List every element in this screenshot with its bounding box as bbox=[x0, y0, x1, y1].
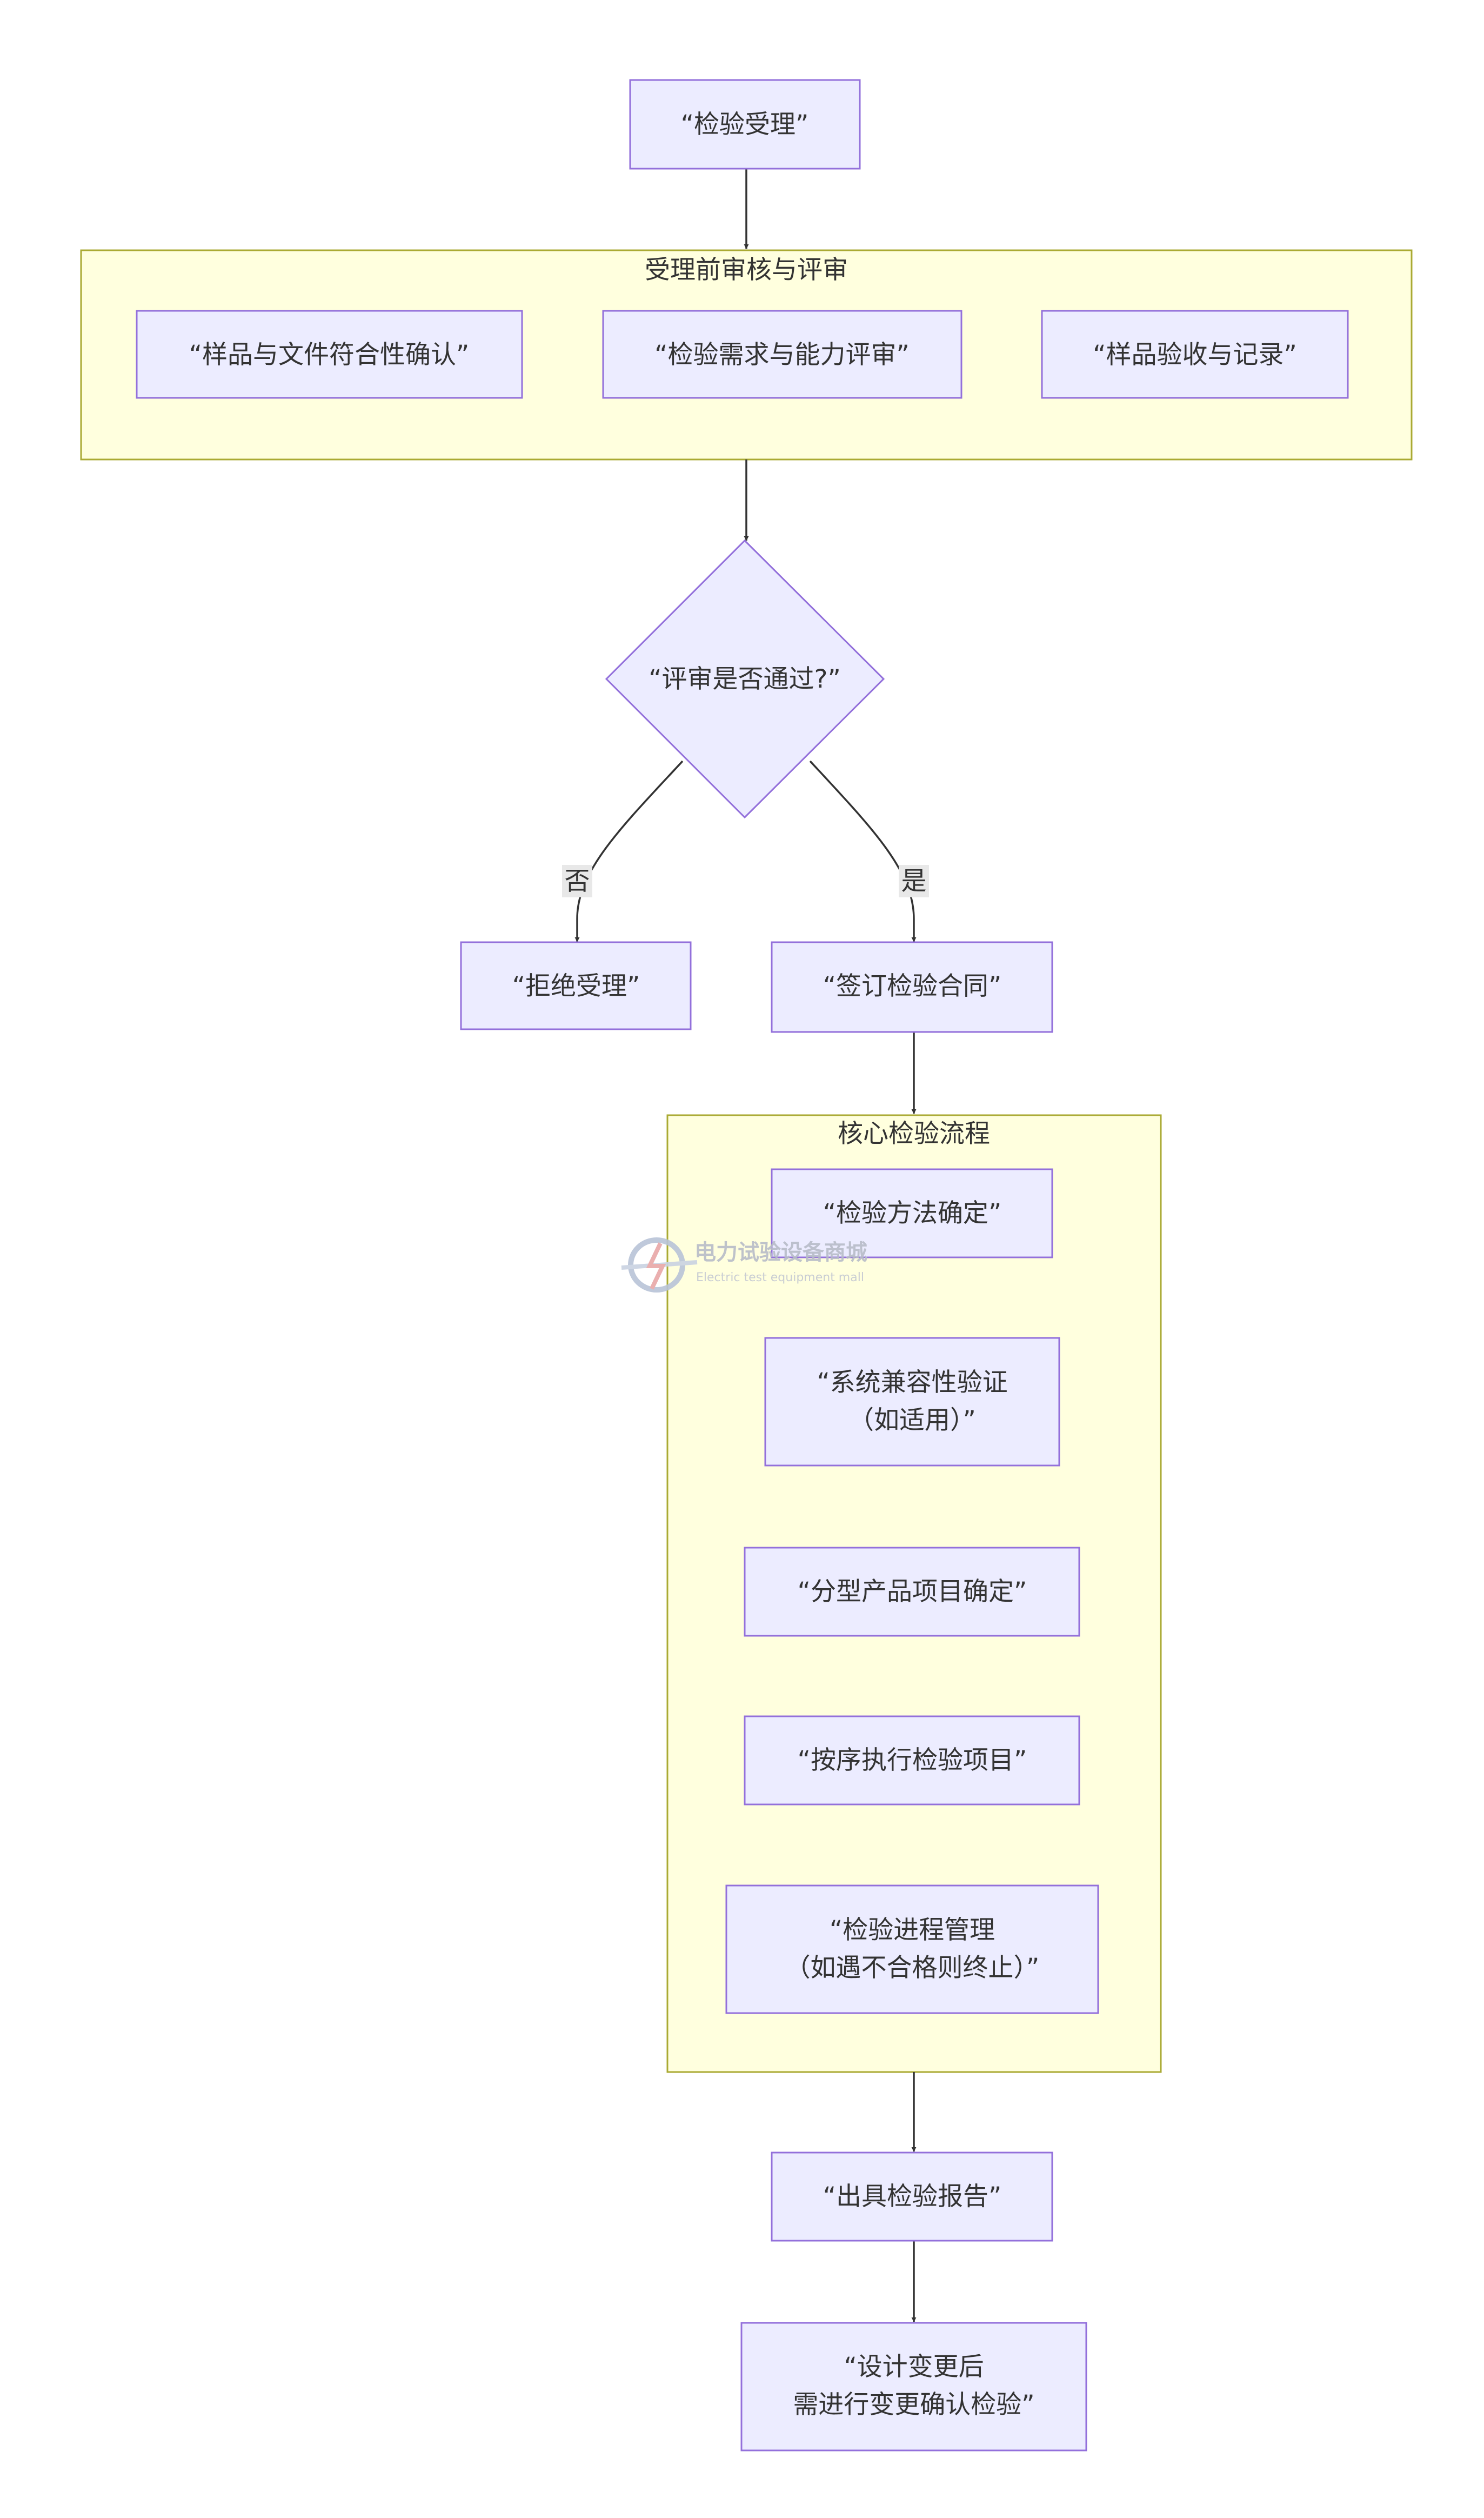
watermark-logo-icon bbox=[621, 1237, 698, 1293]
node-review-decision[interactable]: “评审是否通过?” bbox=[605, 539, 885, 819]
edge-label-yes-bg bbox=[899, 865, 929, 897]
node-issue-report-box[interactable] bbox=[771, 2151, 1053, 2242]
group-pre-review-title: 受理前审核与评审 bbox=[645, 255, 848, 285]
node-issue-report-label: “出具检验报告” bbox=[823, 2182, 1002, 2211]
node-design-change-label-line2: 需进行变更确认检验” bbox=[793, 2390, 1034, 2420]
node-sign-contract-label: “签订检验合同” bbox=[823, 971, 1002, 1001]
node-progress-management-label-line2: （如遇不合格则终止）” bbox=[785, 1953, 1040, 1983]
node-typical-product-items[interactable]: “分型产品项目确定” bbox=[744, 1547, 1080, 1637]
node-review-decision-diamond[interactable] bbox=[605, 539, 885, 819]
edge-label-yes: 是 bbox=[899, 865, 929, 897]
watermark-subtitle: Electric test equipment mall bbox=[696, 1271, 864, 1284]
node-design-change[interactable]: “设计变更后 需进行变更确认检验” bbox=[740, 2322, 1087, 2452]
node-execute-items-box[interactable] bbox=[744, 1715, 1080, 1806]
watermark: 电力试验设备商城 Electric test equipment mall bbox=[621, 1237, 867, 1293]
node-reject-acceptance-label: “拒绝受理” bbox=[512, 971, 640, 1001]
node-sample-document-check-box[interactable] bbox=[136, 310, 523, 399]
edge-label-no: 否 bbox=[562, 865, 592, 897]
node-sign-contract[interactable]: “签订检验合同” bbox=[771, 941, 1053, 1033]
node-design-change-box[interactable] bbox=[740, 2322, 1087, 2452]
edge-label-yes-text: 是 bbox=[901, 867, 927, 896]
node-sample-receipt-record[interactable]: “样品验收与记录” bbox=[1041, 310, 1349, 399]
node-progress-management[interactable]: “检验进程管理 （如遇不合格则终止）” bbox=[725, 1884, 1099, 2014]
node-inspection-acceptance-label: “检验受理” bbox=[681, 110, 809, 139]
node-demand-capability-review-box[interactable] bbox=[602, 310, 962, 399]
edge-label-no-text: 否 bbox=[565, 867, 590, 896]
node-sample-receipt-record-label: “样品验收与记录” bbox=[1093, 340, 1297, 370]
node-execute-items-label: “按序执行检验项目” bbox=[798, 1746, 1027, 1775]
node-sample-receipt-record-box[interactable] bbox=[1041, 310, 1349, 399]
node-reject-acceptance[interactable]: “拒绝受理” bbox=[460, 941, 692, 1030]
node-sample-document-check[interactable]: “样品与文件符合性确认” bbox=[136, 310, 523, 399]
node-typical-product-items-box[interactable] bbox=[744, 1547, 1080, 1637]
node-review-decision-label: “评审是否通过?” bbox=[649, 664, 841, 694]
node-progress-management-box[interactable] bbox=[725, 1884, 1099, 2014]
watermark-title: 电力试验设备商城 bbox=[694, 1240, 867, 1265]
node-system-compatibility[interactable]: “系统兼容性验证 （如适用）” bbox=[764, 1337, 1060, 1467]
node-sample-document-check-label: “样品与文件符合性确认” bbox=[189, 340, 470, 370]
node-reject-acceptance-box[interactable] bbox=[460, 941, 692, 1030]
edge-decision-to-contract bbox=[809, 760, 917, 942]
node-system-compatibility-label-line2: （如适用）” bbox=[848, 1405, 976, 1435]
node-method-determination-box[interactable] bbox=[771, 1168, 1053, 1258]
node-design-change-label-line1: “设计变更后 bbox=[844, 2352, 984, 2382]
node-issue-report[interactable]: “出具检验报告” bbox=[771, 2151, 1053, 2242]
node-inspection-acceptance-box[interactable] bbox=[629, 79, 861, 170]
node-system-compatibility-label-line1: “系统兼容性验证 bbox=[817, 1368, 1007, 1397]
edge-decision-to-reject bbox=[574, 760, 684, 942]
node-demand-capability-review[interactable]: “检验需求与能力评审” bbox=[602, 310, 962, 399]
node-system-compatibility-box[interactable] bbox=[764, 1337, 1060, 1467]
node-sign-contract-box[interactable] bbox=[771, 941, 1053, 1033]
node-progress-management-label-line1: “检验进程管理 bbox=[830, 1915, 995, 1945]
node-method-determination[interactable]: “检验方法确定” bbox=[771, 1168, 1053, 1258]
edge-label-no-bg bbox=[562, 865, 592, 897]
group-core-process-title: 核心检验流程 bbox=[838, 1119, 990, 1149]
node-inspection-acceptance[interactable]: “检验受理” bbox=[629, 79, 861, 170]
node-method-determination-label: “检验方法确定” bbox=[823, 1198, 1002, 1228]
node-typical-product-items-label: “分型产品项目确定” bbox=[798, 1577, 1027, 1607]
node-execute-items[interactable]: “按序执行检验项目” bbox=[744, 1715, 1080, 1806]
node-demand-capability-review-label: “检验需求与能力评审” bbox=[654, 340, 910, 370]
edges bbox=[574, 169, 917, 2322]
